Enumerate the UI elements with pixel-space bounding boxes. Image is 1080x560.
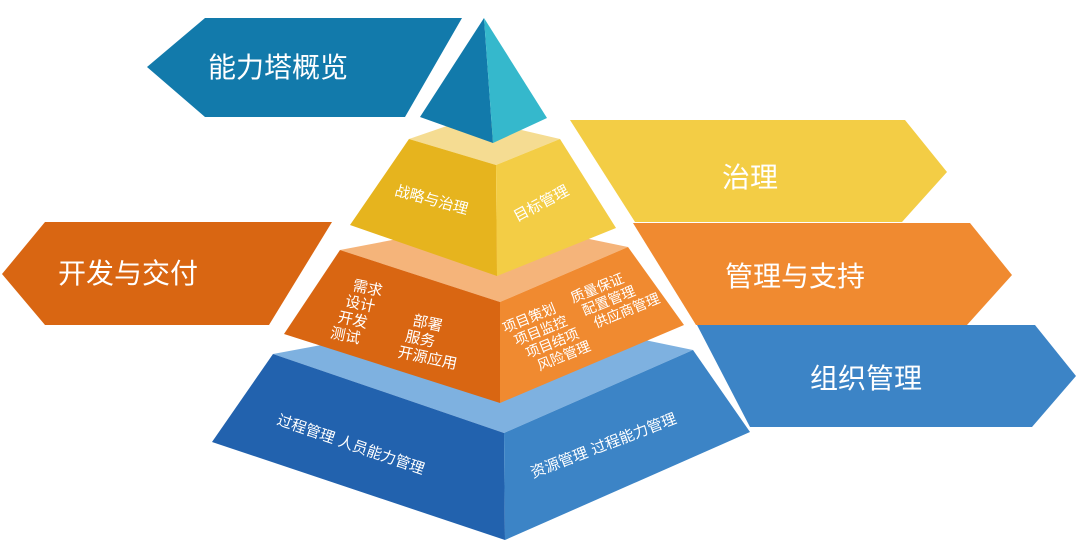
banner-governance: 治理 xyxy=(570,120,947,222)
svg-text:部署: 部署 xyxy=(411,311,444,335)
banner-org-management: 组织管理 xyxy=(697,325,1076,427)
pyramid-apex xyxy=(420,18,547,143)
banner-management-support: 管理与支持 xyxy=(633,223,1012,325)
tier-organization-left-face xyxy=(212,354,505,540)
banner-dev-delivery: 开发与交付 xyxy=(2,222,332,325)
svg-text:服务: 服务 xyxy=(404,327,437,351)
banner-overview-label: 能力塔概览 xyxy=(208,51,348,84)
svg-text:测试: 测试 xyxy=(329,324,362,348)
tier-dev-management-left-face xyxy=(284,250,500,403)
svg-text:需求: 需求 xyxy=(351,276,384,300)
banner-governance-label: 治理 xyxy=(722,161,778,194)
tier-governance-right-face xyxy=(496,139,616,276)
banner-dev-delivery-label: 开发与交付 xyxy=(58,257,198,290)
banner-management-support-label: 管理与支持 xyxy=(725,260,865,293)
dev-left-col1: 需求 设计 开发 测试 xyxy=(329,276,384,348)
tier-governance-left-face xyxy=(350,139,497,276)
banner-org-management-label: 组织管理 xyxy=(810,362,922,395)
svg-text:开发: 开发 xyxy=(336,308,369,332)
banner-overview: 能力塔概览 xyxy=(147,18,462,117)
apex-left-face xyxy=(420,18,493,143)
apex-right-face xyxy=(484,18,547,143)
tier-organization-right-face xyxy=(504,350,750,540)
tier-dev-management-right-face xyxy=(500,247,684,403)
svg-text:设计: 设计 xyxy=(344,292,377,316)
tier-governance-top xyxy=(409,118,560,165)
tier-governance: 战略与治理 目标管理 xyxy=(350,118,616,276)
